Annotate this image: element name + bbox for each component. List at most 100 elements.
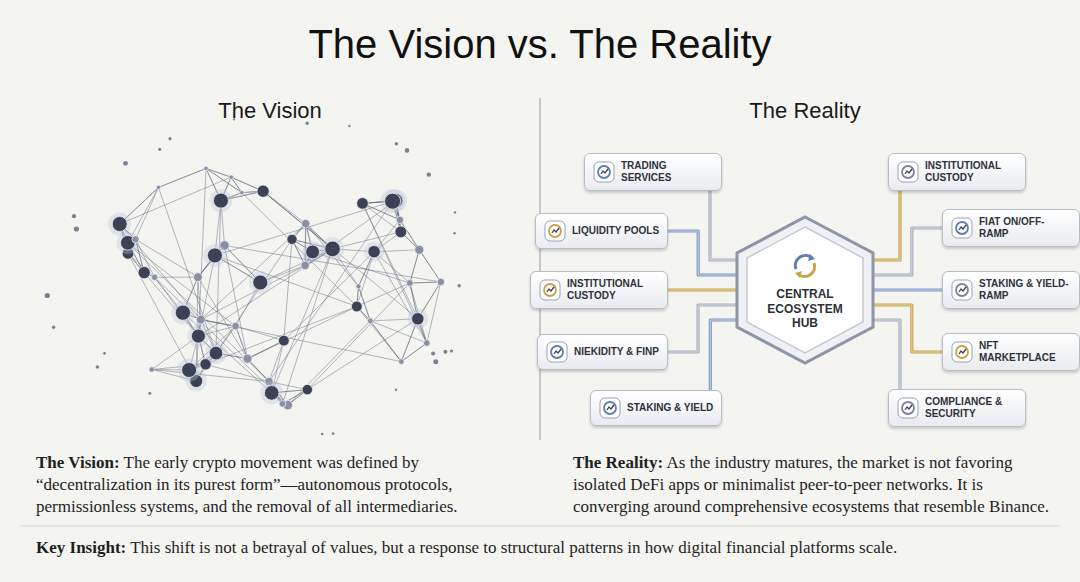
service-icon: [539, 279, 561, 301]
service-label: INSTITUTIONAL CUSTODY: [567, 278, 659, 302]
node-halo: [209, 189, 232, 212]
network-link: [159, 168, 207, 187]
stray-dot: [348, 125, 350, 127]
icon-ring: [902, 166, 914, 178]
wire-bundle: [872, 290, 942, 291]
service-icon: [951, 341, 973, 363]
network-link: [410, 250, 420, 283]
hexagon-inner: [747, 227, 863, 353]
stray-dot: [45, 293, 50, 298]
wire-bundle: [710, 320, 738, 390]
icon-frame: [540, 280, 560, 300]
network-link: [136, 187, 159, 239]
icon-frame: [898, 162, 918, 182]
wire-highlight: [668, 305, 738, 352]
network-node: [194, 273, 203, 282]
node-halo: [178, 359, 201, 382]
service-icon: [544, 220, 566, 242]
stray-dot: [431, 352, 435, 356]
icon-ring: [956, 346, 968, 358]
stray-dot: [454, 211, 456, 213]
node-halo: [205, 342, 227, 364]
network-link: [374, 252, 427, 343]
network-link: [284, 252, 374, 341]
arrow-head: [795, 271, 802, 278]
network-link: [419, 250, 441, 282]
network-link: [144, 273, 198, 337]
network-link: [206, 168, 242, 192]
icon-ring: [544, 284, 556, 296]
network-link: [216, 239, 292, 353]
network-node: [229, 175, 234, 180]
network-node: [356, 284, 361, 289]
diagram-title: The Vision vs. The Reality: [0, 22, 1080, 67]
icon-ring: [956, 222, 968, 234]
network-node: [138, 267, 150, 279]
wire-highlight: [872, 191, 900, 260]
service-box: COMPLIANCE & SECURITY: [888, 389, 1026, 427]
service-box: STAKING & YIELD-RAMP: [942, 271, 1080, 309]
network-node: [395, 226, 407, 238]
stray-dot: [168, 137, 171, 140]
stray-dot: [321, 433, 324, 436]
network-link: [201, 266, 305, 320]
network-link: [155, 277, 198, 278]
stray-dot: [395, 142, 398, 145]
caption-paragraph: Key Insight: This shift is not a betraya…: [36, 537, 1056, 559]
hub-icon: [788, 249, 822, 283]
connector-wire: [872, 228, 942, 275]
connector-wire: [872, 288, 942, 291]
service-label: STAKING & YIELD-RAMP: [979, 278, 1071, 302]
network-node: [257, 185, 269, 197]
wire-highlight: [668, 290, 738, 291]
wire-bundle: [872, 320, 900, 389]
wire-bundle: [872, 305, 942, 352]
node-halo: [364, 242, 384, 262]
network-node: [253, 275, 268, 290]
arrow-head: [808, 254, 815, 261]
wire-bundle: [668, 231, 738, 275]
wire-highlight: [710, 320, 738, 390]
wire-highlight: [872, 320, 900, 389]
stray-dot: [443, 350, 447, 354]
icon-frame: [600, 398, 620, 418]
connector-wire: [872, 320, 900, 389]
stray-dot: [158, 148, 161, 151]
network-node: [191, 329, 205, 343]
network-link: [269, 341, 284, 382]
node-halo: [171, 301, 194, 324]
network-link: [225, 246, 248, 359]
connector-wire: [710, 191, 738, 260]
network-node: [424, 340, 431, 347]
node-halo: [381, 189, 405, 213]
network-link: [159, 168, 207, 187]
network-node: [368, 246, 380, 258]
network-link: [307, 283, 410, 390]
network-link: [410, 250, 420, 283]
icon-ring: [549, 225, 561, 237]
icon-glyph: [905, 405, 912, 410]
network-node: [302, 384, 312, 394]
service-label: COMPLIANCE & SECURITY: [925, 396, 1017, 420]
wire-bundle: [872, 228, 942, 275]
icon-ring: [604, 402, 616, 414]
service-label: NIEKIDITY & FINP: [574, 346, 659, 358]
stray-dot: [103, 352, 106, 355]
stray-dot: [96, 365, 100, 369]
icon-frame: [952, 342, 972, 362]
connector-wire: [872, 191, 900, 260]
network-link: [231, 177, 242, 192]
wire-highlight: [872, 290, 942, 291]
stray-dot: [453, 232, 455, 234]
stray-dot: [148, 392, 151, 395]
network-node: [306, 245, 320, 259]
network-link: [305, 201, 396, 266]
icon-glyph: [905, 169, 912, 174]
icon-frame: [547, 342, 567, 362]
node-halo: [260, 382, 283, 405]
service-label: NFT MARKETPLACE: [979, 340, 1071, 364]
network-node: [357, 198, 369, 210]
network-link: [128, 243, 269, 382]
service-label: TRADING SERVICES: [621, 160, 713, 184]
service-label: FIAT ON/OFF-RAMP: [979, 216, 1071, 240]
